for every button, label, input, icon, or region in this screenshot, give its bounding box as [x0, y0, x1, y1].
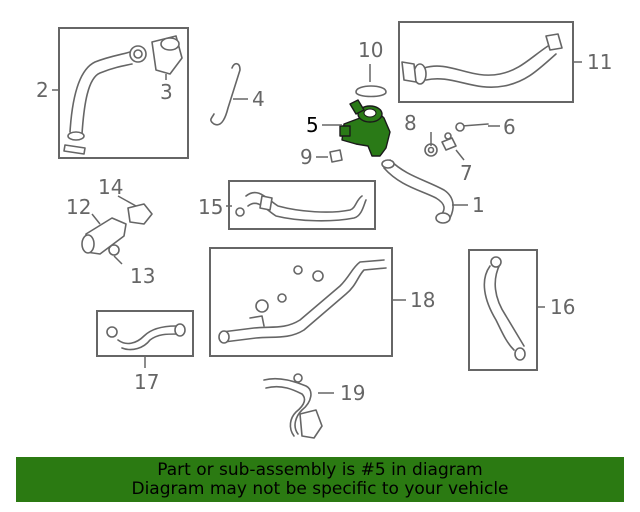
- fitting-part-3: [129, 35, 183, 75]
- callout-17: 17: [134, 370, 159, 394]
- leader-14: [117, 195, 137, 207]
- box-part-18: [209, 247, 393, 357]
- callout-11: 11: [587, 50, 612, 74]
- leader-12: [91, 213, 101, 225]
- callout-5: 5: [306, 113, 319, 137]
- box-part-16: [468, 249, 538, 371]
- callout-14: 14: [98, 175, 123, 199]
- sensor-part-7: [441, 132, 457, 151]
- callout-8: 8: [404, 111, 417, 135]
- leader-7: [455, 149, 465, 161]
- callout-2: 2: [36, 78, 49, 102]
- hose-part-15: [235, 191, 367, 222]
- callout-15: 15: [198, 195, 223, 219]
- gasket-part-10: [355, 85, 387, 98]
- callout-7: 7: [460, 161, 473, 185]
- bolt-part-13: [108, 244, 120, 256]
- hose-part-1: [381, 159, 454, 224]
- callout-19: 19: [340, 381, 365, 405]
- callout-9: 9: [300, 145, 313, 169]
- box-part-2: [58, 27, 189, 159]
- banner-line-2: Diagram may not be specific to your vehi…: [131, 479, 509, 499]
- banner-line-1: Part or sub-assembly is #5 in diagram: [157, 460, 483, 480]
- hose-part-16: [483, 256, 526, 361]
- clip-part-9: [329, 149, 343, 163]
- leader-13: [113, 255, 123, 265]
- callout-13: 13: [130, 264, 155, 288]
- callout-1: 1: [472, 193, 485, 217]
- pipe-part-18: [218, 259, 387, 344]
- pipe-part-19: [263, 373, 323, 439]
- callout-3: 3: [160, 80, 173, 104]
- callout-12: 12: [66, 195, 91, 219]
- hose-part-17: [106, 323, 186, 351]
- callout-10: 10: [358, 38, 383, 62]
- info-banner: Part or sub-assembly is #5 in diagram Di…: [16, 457, 624, 502]
- callout-18: 18: [410, 288, 435, 312]
- hose-part-2: [63, 51, 133, 155]
- gasket-part-14: [127, 203, 153, 225]
- bolt-part-6: [455, 122, 489, 132]
- callout-16: 16: [550, 295, 575, 319]
- hose-part-11: [401, 33, 563, 88]
- highlighted-part-5: [339, 99, 391, 157]
- callout-6: 6: [503, 115, 516, 139]
- tube-part-4: [210, 62, 241, 126]
- box-part-15: [228, 180, 376, 230]
- callout-4: 4: [252, 87, 265, 111]
- housing-part-12: [81, 217, 127, 255]
